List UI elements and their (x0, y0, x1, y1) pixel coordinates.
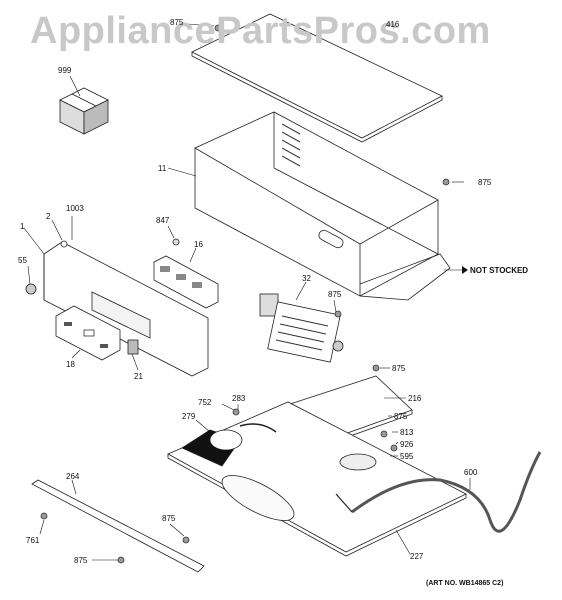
part-label: 2 (46, 212, 51, 221)
oven-housing (194, 111, 451, 301)
keypad-overlay (55, 305, 121, 361)
screws (40, 24, 450, 564)
part-label: 216 (408, 394, 422, 403)
part-label: 813 (400, 428, 414, 437)
part-label: 595 (400, 452, 414, 461)
part-label: 1003 (66, 204, 84, 213)
part-label: 875 (162, 514, 176, 523)
part-label: 875 (170, 18, 184, 27)
part-label: 264 (66, 472, 80, 481)
top-cover-panel (191, 13, 443, 143)
knob (127, 339, 139, 355)
package-box (59, 87, 109, 135)
part-label: 999 (58, 66, 72, 75)
part-label: 926 (400, 440, 414, 449)
part-label: 227 (410, 552, 424, 561)
control-panel-trim (25, 240, 209, 377)
wire-harness (335, 451, 542, 533)
part-label: 32 (302, 274, 311, 283)
part-label: 875 (74, 556, 88, 565)
part-label: 847 (156, 216, 170, 225)
part-label: 283 (232, 394, 246, 403)
art-number: (ART NO. WB14865 C2) (426, 580, 504, 587)
convection-fan-assembly (259, 293, 344, 363)
blower-duct (181, 423, 277, 467)
leader-lines (23, 23, 471, 561)
bottom-panel (167, 401, 467, 557)
part-label: 752 (198, 398, 212, 407)
not-stocked-arrow (462, 266, 468, 274)
part-label: 21 (134, 372, 143, 381)
part-label: 18 (66, 360, 75, 369)
part-label: 1 (20, 222, 25, 231)
part-label: 875 (328, 290, 342, 299)
part-label: 55 (18, 256, 27, 265)
part-label: 761 (26, 536, 40, 545)
part-label: 875 (478, 178, 492, 187)
part-label: 416 (386, 20, 400, 29)
part-label: 600 (464, 468, 478, 477)
watermark: AppliancePartsPros.com (30, 10, 491, 52)
not-stocked-label: NOT STOCKED (470, 266, 529, 275)
control-board (153, 238, 219, 309)
part-label: 875 (392, 364, 406, 373)
part-label: 11 (158, 164, 167, 173)
bottom-trim-bracket (31, 479, 205, 573)
part-label: 16 (194, 240, 203, 249)
part-label: 279 (182, 412, 196, 421)
part-label: 875 (394, 412, 408, 421)
